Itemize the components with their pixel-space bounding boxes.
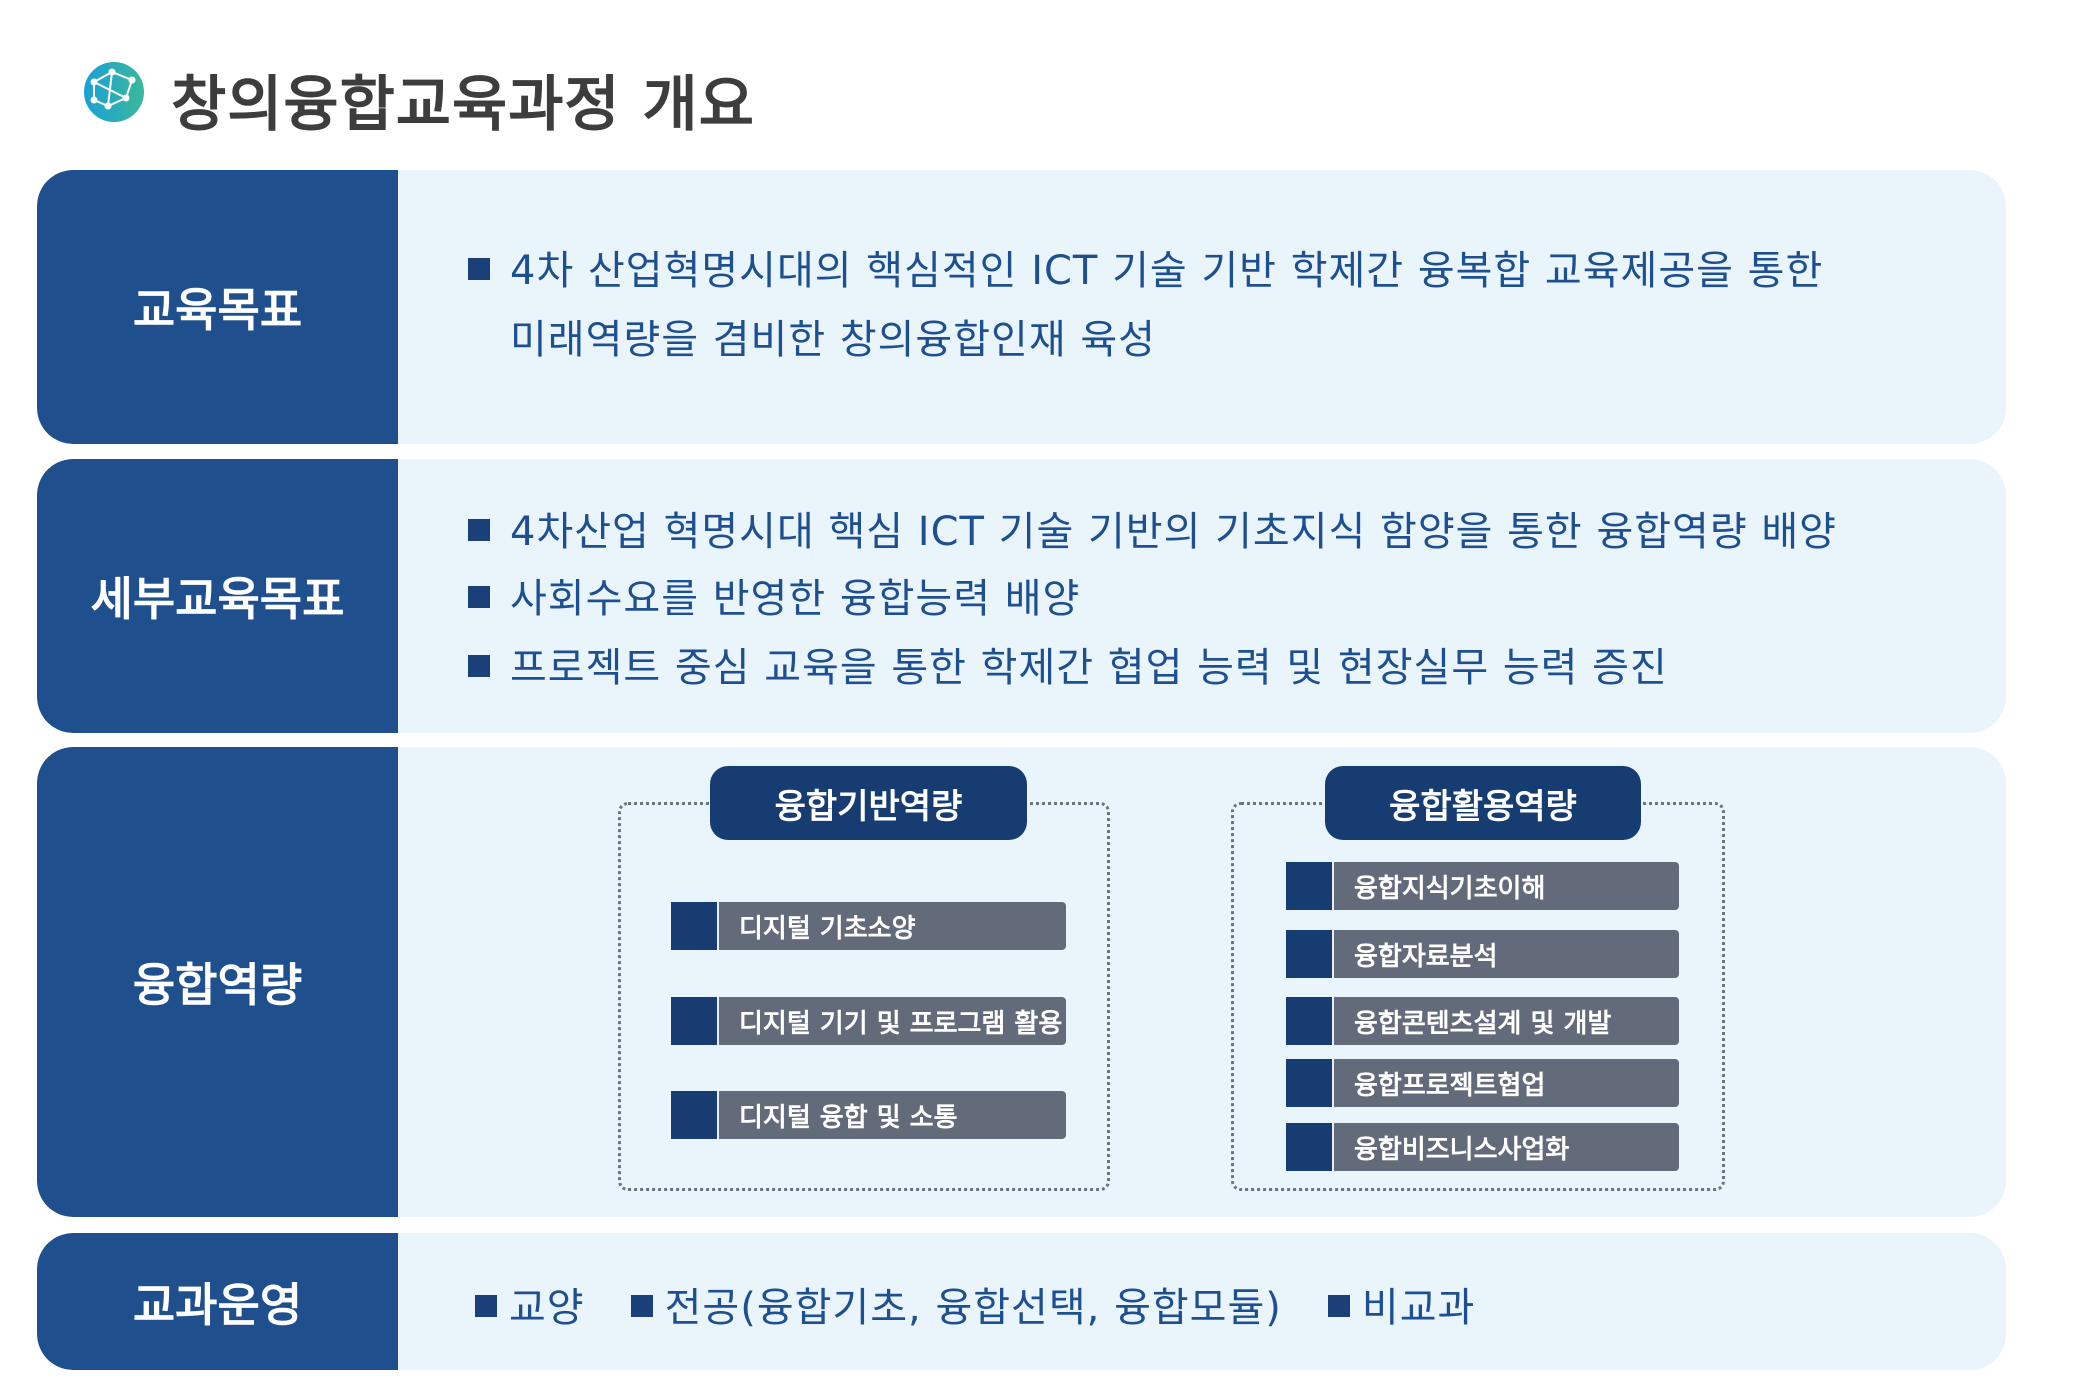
detail-line: 사회수요를 반영한 융합능력 배양: [468, 566, 1080, 624]
square-marker: [671, 902, 719, 950]
basic-item: 디지털 융합 및 소통: [671, 1091, 1066, 1139]
bullet-icon: [1327, 1295, 1350, 1317]
operation-item: 비교과: [1327, 1275, 1476, 1333]
globe-network-icon: [84, 62, 144, 122]
square-marker: [671, 997, 719, 1045]
square-marker: [1286, 997, 1334, 1045]
bullet-icon: [630, 1295, 653, 1317]
bullet-icon: [475, 1295, 497, 1317]
bullet-icon: [468, 519, 490, 541]
item-text: 디지털 융합 및 소통: [739, 1102, 958, 1133]
page-title: 창의융합교육과정 개요: [171, 70, 755, 140]
row-label: 교과운영: [37, 1233, 398, 1370]
applied-competency-title: 융합활용역량: [1325, 766, 1641, 840]
item-text: 디지털 기초소양: [739, 913, 916, 944]
item-text: 융합프로젝트협업: [1354, 1070, 1546, 1101]
row-course-operation: 교과운영 교양 전공(융합기초, 융합선택, 융합모듈) 비교과: [37, 1233, 2006, 1370]
detail-text: 프로젝트 중심 교육을 통한 학제간 협업 능력 및 현장실무 능력 증진: [510, 645, 1668, 691]
item-text: 디지털 기기 및 프로그램 활용: [739, 1008, 1063, 1039]
item-text: 융합비즈니스사업화: [1354, 1134, 1570, 1165]
square-marker: [1286, 930, 1334, 978]
item-text: 융합자료분석: [1354, 941, 1498, 972]
bullet-icon: [468, 655, 490, 677]
row-label: 융합역량: [37, 747, 398, 1217]
basic-competency-title: 융합기반역량: [710, 766, 1027, 840]
detail-line: 4차산업 혁명시대 핵심 ICT 기술 기반의 기초지식 함양을 통한 융합역량…: [468, 499, 1837, 557]
detail-text: 4차산업 혁명시대 핵심 ICT 기술 기반의 기초지식 함양을 통한 융합역량…: [510, 509, 1837, 555]
row-education-goal: 교육목표 4차 산업혁명시대의 핵심적인 ICT 기술 기반 학제간 융복합 교…: [37, 170, 2006, 444]
operation-item: 교양: [475, 1275, 585, 1333]
operation-text: 전공(융합기초, 융합선택, 융합모듈): [664, 1285, 1282, 1331]
square-marker: [1286, 862, 1334, 910]
square-marker: [1286, 1059, 1334, 1107]
operation-line: 교양 전공(융합기초, 융합선택, 융합모듈) 비교과: [475, 1275, 1521, 1333]
operation-text: 비교과: [1361, 1285, 1476, 1331]
applied-item: 융합프로젝트협업: [1286, 1059, 1679, 1107]
basic-item: 디지털 기기 및 프로그램 활용: [671, 997, 1066, 1045]
goal-line: 4차 산업혁명시대의 핵심적인 ICT 기술 기반 학제간 융복합 교육제공을 …: [468, 238, 1823, 296]
basic-item: 디지털 기초소양: [671, 902, 1066, 950]
goal-text: 미래역량을 겸비한 창의융합인재 육성: [510, 317, 1156, 363]
operation-text: 교양: [509, 1285, 585, 1331]
bullet-icon: [468, 586, 490, 608]
applied-item: 융합콘텐츠설계 및 개발: [1286, 997, 1679, 1045]
row-label: 교육목표: [37, 170, 398, 444]
item-text: 융합지식기초이해: [1354, 873, 1546, 904]
goal-text: 4차 산업혁명시대의 핵심적인 ICT 기술 기반 학제간 융복합 교육제공을 …: [510, 248, 1824, 294]
goal-line: 미래역량을 겸비한 창의융합인재 육성: [510, 307, 1156, 365]
row-detailed-goals: 세부교육목표 4차산업 혁명시대 핵심 ICT 기술 기반의 기초지식 함양을 …: [37, 459, 2006, 733]
detail-text: 사회수요를 반영한 융합능력 배양: [510, 576, 1081, 622]
applied-item: 융합비즈니스사업화: [1286, 1123, 1679, 1171]
detail-line: 프로젝트 중심 교육을 통한 학제간 협업 능력 및 현장실무 능력 증진: [468, 635, 1668, 693]
square-marker: [671, 1091, 719, 1139]
row-label: 세부교육목표: [37, 459, 398, 733]
operation-item: 전공(융합기초, 융합선택, 융합모듈): [630, 1275, 1282, 1333]
bullet-icon: [468, 258, 490, 280]
square-marker: [1286, 1123, 1334, 1171]
applied-item: 융합자료분석: [1286, 930, 1679, 978]
item-text: 융합콘텐츠설계 및 개발: [1354, 1008, 1612, 1039]
applied-item: 융합지식기초이해: [1286, 862, 1679, 910]
